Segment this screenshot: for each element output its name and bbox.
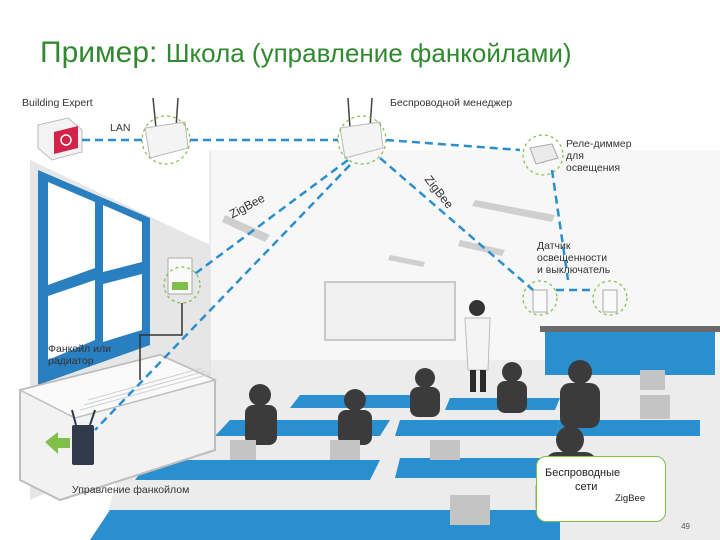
- page-title: Пример: Школа (управление фанкойлами): [40, 36, 572, 70]
- label-relay-line-3: освещения: [566, 162, 621, 174]
- sensor-and-switch: [522, 280, 628, 316]
- wireless-manager-1: [141, 97, 191, 165]
- label-sensor-line-2: освещенности: [537, 252, 608, 264]
- cabinets: [540, 326, 720, 375]
- title-main: Пример:: [40, 36, 158, 69]
- label-sensor-line-1: Датчик: [537, 240, 571, 252]
- label-fancoil: Фанкойл или радиатор: [48, 343, 111, 367]
- zigbee-link-relay: [385, 138, 521, 152]
- zigbee-link-thermostat: [191, 158, 349, 278]
- thermostat-wire: [139, 303, 183, 380]
- label-relay: Реле-диммер для освещения: [566, 138, 632, 174]
- relay-to-sensor-link: [550, 169, 570, 281]
- legend-sub: сети: [575, 481, 598, 493]
- teacher: [464, 300, 491, 392]
- ceiling-lamps: [222, 200, 555, 267]
- label-wireless-manager: Беспроводной менеджер: [390, 97, 513, 109]
- zigbee-link-sensor: [379, 157, 534, 291]
- zigbee-link-fancoil: [94, 164, 351, 431]
- label-sensor: Датчик освещенности и выключатель: [537, 240, 610, 276]
- label-lan: LAN: [110, 122, 131, 134]
- page-number: 49: [681, 522, 690, 531]
- fancoil-unit: [17, 353, 218, 502]
- label-fancoil-control: Управление фанкойлом: [72, 484, 190, 496]
- legend-zigbee: ZigBee: [615, 493, 646, 504]
- building-expert-device: [37, 117, 83, 161]
- label-relay-line-1: Реле-диммер: [566, 138, 632, 150]
- label-relay-line-2: для: [566, 150, 584, 162]
- legend-box: Беспроводные сети ZigBee: [536, 456, 666, 522]
- network-links: [82, 138, 594, 431]
- relay-dimmer-device: [522, 134, 564, 176]
- title-sub: Школа (управление фанкойлами): [165, 38, 572, 68]
- whiteboard: [324, 281, 456, 341]
- label-fancoil-line-1: Фанкойл или: [48, 343, 111, 355]
- thermostat: [163, 257, 201, 304]
- label-building-expert: Building Expert: [22, 97, 93, 109]
- legend-title: Беспроводные: [545, 467, 621, 479]
- window: [38, 170, 150, 385]
- label-sensor-line-3: и выключатель: [537, 264, 611, 276]
- label-fancoil-line-2: радиатор: [48, 355, 94, 367]
